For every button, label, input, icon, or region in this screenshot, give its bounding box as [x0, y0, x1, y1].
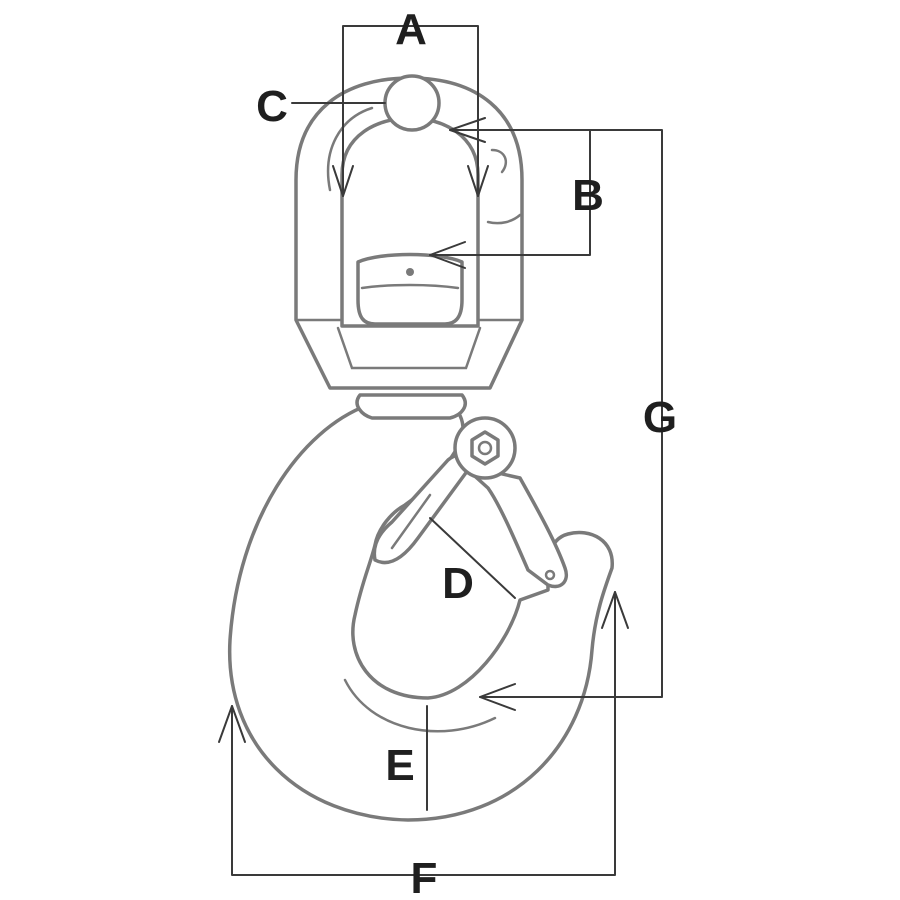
- eye-flare-left: [336, 326, 482, 370]
- bearing-block-groove: [360, 283, 460, 290]
- hook-bowl-accent: [343, 678, 497, 733]
- dimension-g: [479, 129, 663, 711]
- dimension-a-left-arrow: [332, 165, 354, 197]
- label-g: G: [643, 393, 677, 442]
- dimension-d-line: [429, 517, 516, 599]
- dimension-g-arrow: [479, 683, 516, 711]
- latch-pivot-nut: [470, 430, 500, 466]
- dimension-a-right-arrow: [467, 165, 489, 197]
- label-a: A: [395, 5, 427, 54]
- dimension-f: [218, 591, 629, 876]
- safety-latch: [372, 416, 568, 589]
- dimension-b-bottom-arrow: [429, 241, 466, 269]
- latch-tip-pin: [544, 569, 556, 581]
- dimension-a-bracket: [342, 25, 479, 197]
- label-c: C: [256, 82, 288, 131]
- label-e: E: [385, 741, 414, 790]
- swivel-bearing-block: [356, 252, 464, 326]
- latch-inner-edge: [390, 493, 432, 550]
- eye-highlight: [490, 148, 508, 174]
- bearing-block-dot: [406, 268, 414, 276]
- label-f: F: [411, 854, 438, 900]
- hook-body: [228, 393, 614, 822]
- dimension-b: [429, 117, 591, 269]
- dimension-b-bracket: [429, 129, 591, 256]
- dimension-d: [429, 517, 516, 599]
- eye-inner-right-accent: [486, 213, 522, 225]
- label-b: B: [572, 171, 604, 220]
- hook-neck-collar: [355, 393, 467, 420]
- latch-arm: [372, 452, 568, 589]
- dimension-b-top-arrow: [449, 117, 486, 143]
- dimension-f-bracket: [231, 591, 616, 876]
- dimension-f-right-arrow: [601, 591, 629, 629]
- hook-outline: [228, 403, 614, 822]
- dimension-g-bracket: [479, 129, 663, 698]
- label-d: D: [442, 559, 474, 608]
- eye-inner-left-accent: [326, 106, 374, 192]
- latch-pivot-bolt: [477, 440, 493, 456]
- swivel-eye: [294, 74, 524, 390]
- crown-pin: [383, 74, 441, 132]
- dimension-a: [332, 25, 489, 197]
- dimension-f-left-arrow: [218, 705, 246, 743]
